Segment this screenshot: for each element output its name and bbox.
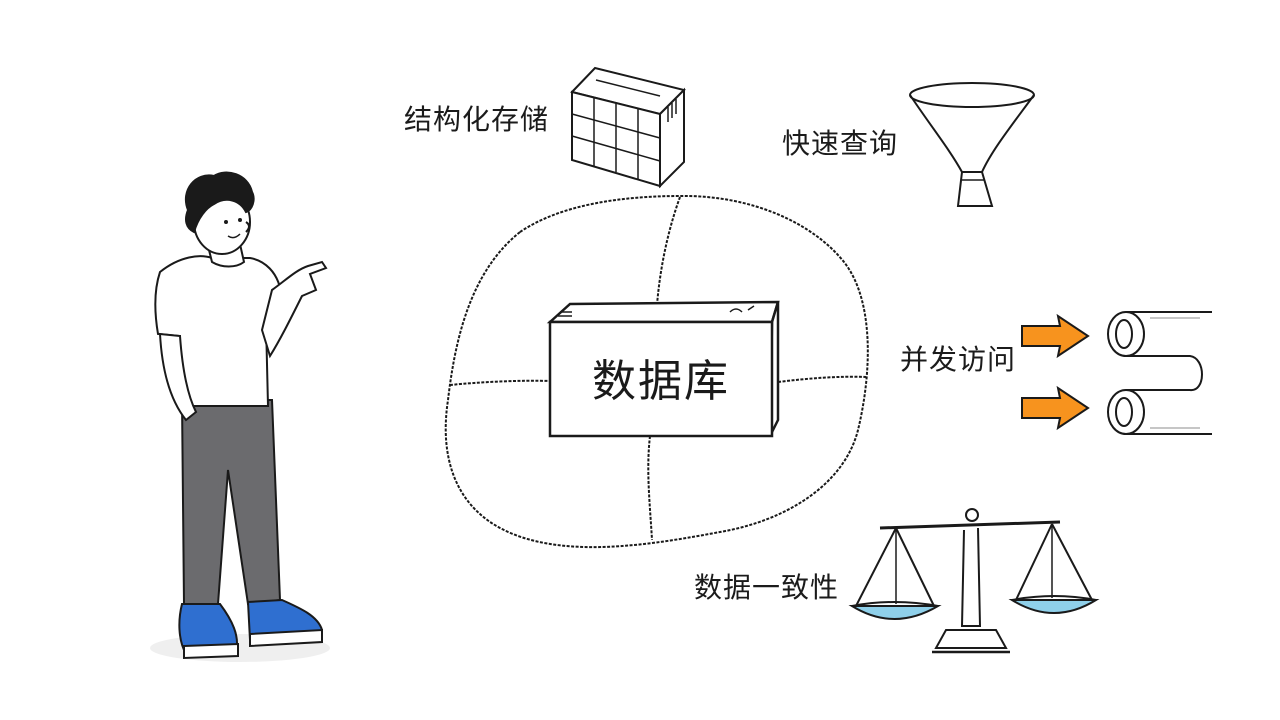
database-region-blob (444, 194, 869, 549)
hair (184, 171, 255, 234)
pipes-arrows-icon (1021, 311, 1212, 435)
arrow-bottom-icon (1021, 385, 1090, 431)
database-label: 数据库 (592, 356, 730, 407)
person-figure (150, 171, 330, 662)
grid-cube-icon (570, 66, 686, 189)
fast-query-label: 快速查询 (782, 127, 899, 160)
funnel-icon (909, 82, 1035, 207)
data-consistency-label: 数据一致性 (694, 571, 840, 604)
arrow-top-icon (1021, 313, 1090, 359)
database-box (546, 300, 780, 438)
pants (180, 399, 282, 606)
concurrent-access-label: 并发访问 (900, 343, 1017, 376)
structured-storage-label: 结构化存储 (404, 103, 550, 136)
balance-scale-icon (848, 508, 1100, 654)
